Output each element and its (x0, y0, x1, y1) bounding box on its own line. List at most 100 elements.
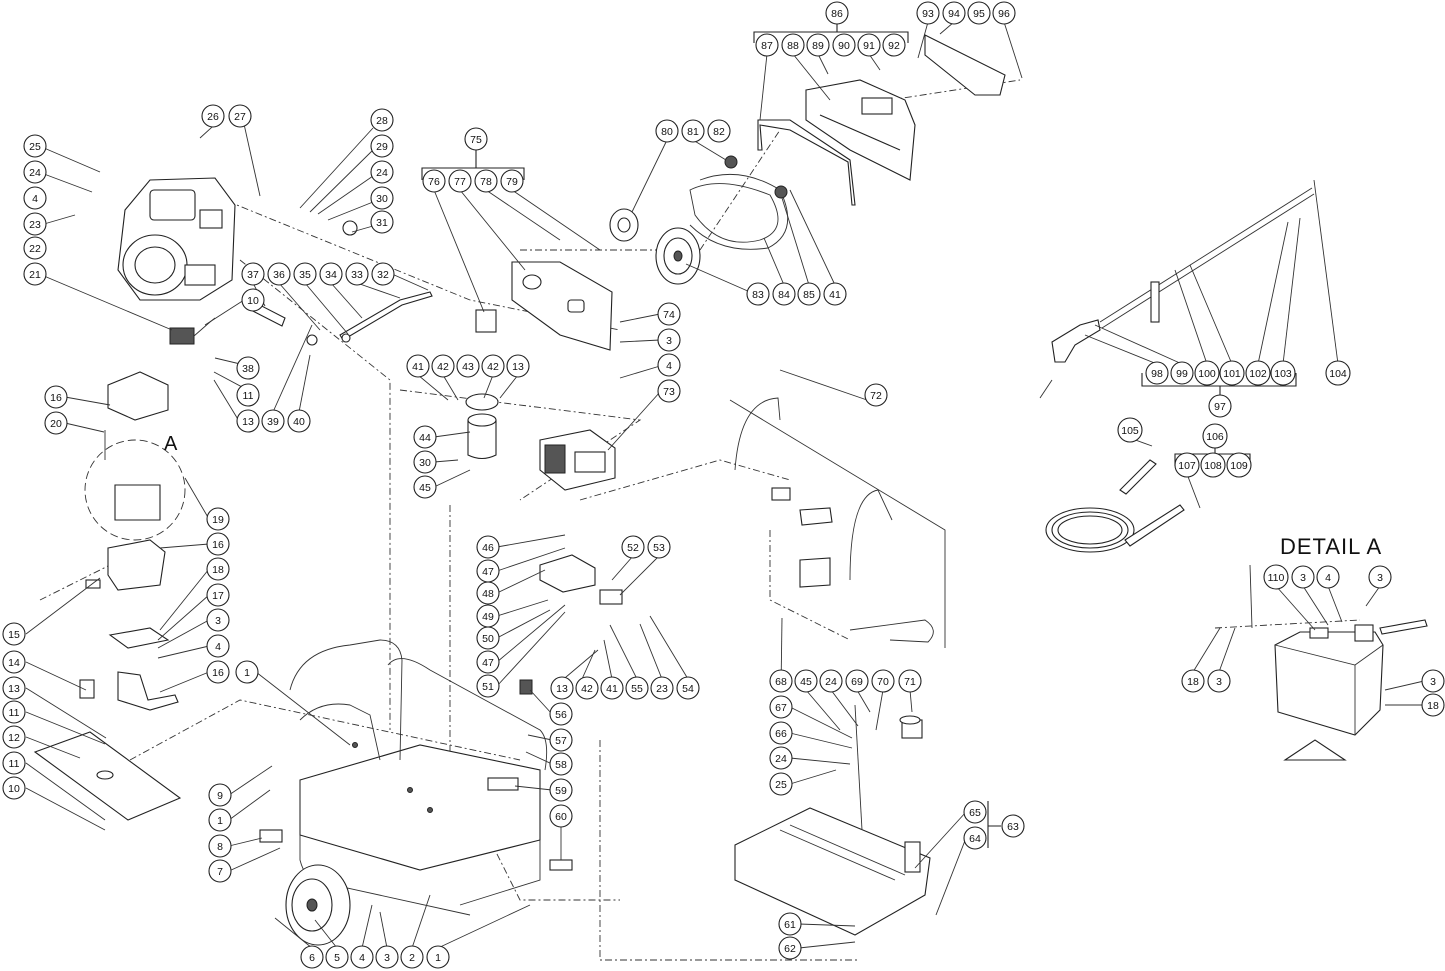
callout-18: 18 (1421, 693, 1445, 717)
callout-circle (236, 356, 260, 380)
callout-35: 35 (293, 262, 317, 286)
callout-number: 45 (800, 676, 812, 688)
callout-circle (657, 302, 681, 326)
callout-circle (823, 282, 847, 306)
callout-number: 42 (487, 361, 499, 373)
callout-number: 65 (969, 807, 981, 819)
callout-number: 75 (470, 134, 482, 146)
callout-number: 25 (775, 779, 787, 791)
callout-circle (201, 104, 225, 128)
callout-circle (413, 425, 437, 449)
high-pressure-hose (1045, 459, 1185, 553)
callout-25: 25 (769, 772, 793, 796)
callout-circle (206, 608, 230, 632)
callout-76: 76 (422, 169, 446, 193)
callout-number: 60 (555, 811, 567, 823)
callout-81: 81 (681, 119, 705, 143)
callout-10: 10 (241, 288, 265, 312)
callout-number: 29 (376, 141, 388, 153)
callout-number: 36 (273, 269, 285, 281)
callout-circle (549, 804, 573, 828)
callout-number: 40 (293, 416, 305, 428)
callout-circle (992, 1, 1016, 25)
callout-circle (549, 702, 573, 726)
callout-number: 106 (1206, 431, 1224, 443)
callout-circle (549, 752, 573, 776)
callout-24: 24 (769, 746, 793, 770)
callout-circle (1207, 669, 1231, 693)
callout-102: 102 (1245, 360, 1271, 386)
callout-number: 101 (1223, 368, 1241, 380)
pulley-small (609, 208, 639, 242)
callout-4: 4 (23, 186, 47, 210)
callout-87: 87 (755, 33, 779, 57)
callout-circle (261, 409, 285, 433)
callout-number: 17 (212, 590, 224, 602)
callout-26: 26 (201, 104, 225, 128)
callout-88: 88 (781, 33, 805, 57)
callout-circle (476, 535, 500, 559)
callout-number: 10 (8, 783, 20, 795)
callout-circle (375, 945, 399, 969)
callout-15: 15 (2, 622, 26, 646)
callout-47: 47 (476, 559, 500, 583)
callout-100: 100 (1194, 360, 1220, 386)
callout-number: 53 (653, 542, 665, 554)
callout-number: 77 (454, 176, 466, 188)
callout-34: 34 (319, 262, 343, 286)
callout-83: 83 (746, 282, 770, 306)
callout-circle (963, 826, 987, 850)
callout-circle (1200, 452, 1226, 478)
callout-circle (769, 721, 793, 745)
callout-circle (371, 262, 395, 286)
callout-52: 52 (621, 535, 645, 559)
callout-16: 16 (206, 532, 230, 556)
callout-number: 11 (9, 758, 20, 770)
callout-number: 42 (581, 683, 593, 695)
callout-number: 90 (838, 40, 850, 52)
callout-62: 62 (778, 936, 802, 960)
callout-42: 42 (431, 354, 455, 378)
callout-number: 26 (207, 111, 219, 123)
callout-13: 13 (2, 676, 26, 700)
callout-circle (474, 169, 498, 193)
callout-5: 5 (325, 945, 349, 969)
callout-number: 86 (831, 8, 843, 20)
callout-13: 13 (550, 676, 574, 700)
callout-circle (797, 282, 821, 306)
callout-109: 109 (1226, 452, 1252, 478)
callout-number: 97 (1214, 401, 1226, 413)
callout-number: 9 (217, 790, 223, 802)
callout-28: 28 (370, 108, 394, 132)
callout-105: 105 (1117, 417, 1143, 443)
callout-circle (1291, 565, 1315, 589)
battery-tray (108, 627, 179, 711)
callout-number: 50 (482, 633, 494, 645)
callout-circle (476, 581, 500, 605)
callout-49: 49 (476, 604, 500, 628)
callout-64: 64 (963, 826, 987, 850)
callout-93: 93 (916, 1, 940, 25)
callout-number: 15 (8, 629, 20, 641)
callout-89: 89 (806, 33, 830, 57)
callout-number: 23 (29, 219, 41, 231)
callout-37: 37 (241, 262, 265, 286)
callout-number: 72 (870, 390, 882, 402)
callout-circle (655, 119, 679, 143)
callout-number: 89 (812, 40, 824, 52)
callout-24: 24 (819, 669, 843, 693)
callout-number: 30 (419, 457, 431, 469)
callout-circle (550, 676, 574, 700)
callout-circle (1245, 360, 1271, 386)
callout-circle (235, 660, 259, 684)
callout-number: 84 (778, 289, 790, 301)
callout-circle (864, 383, 888, 407)
callout-circle (746, 282, 770, 306)
callout-circle (772, 282, 796, 306)
callout-70: 70 (871, 669, 895, 693)
callout-number: 78 (480, 176, 492, 188)
callout-circle (1325, 360, 1351, 386)
callout-number: 105 (1121, 425, 1139, 437)
